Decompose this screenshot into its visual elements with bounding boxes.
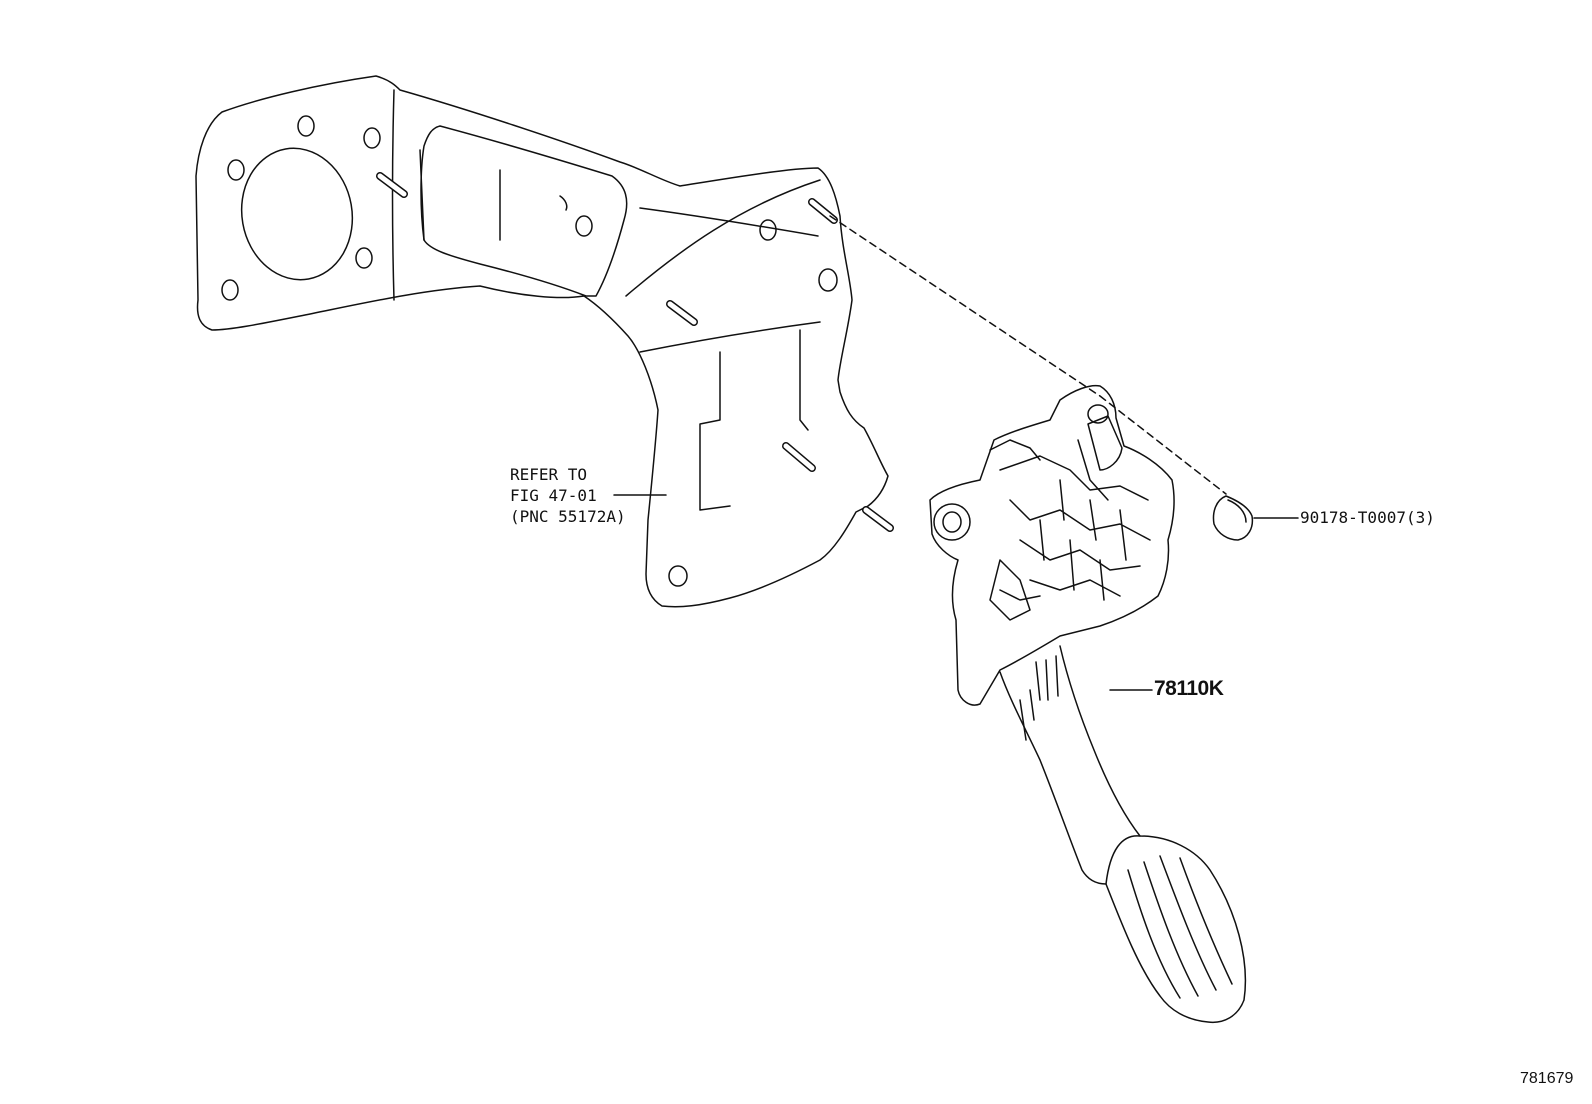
nut-part-number: 90178-T0007(3) — [1300, 508, 1435, 527]
figure-number: 781679 — [1520, 1070, 1574, 1087]
bracket-reference-line3: (PNC 55172A) — [510, 507, 626, 526]
flange-nut — [1212, 495, 1254, 541]
accelerator-pedal-assembly — [929, 384, 1247, 1024]
bracket-reference-line1: REFER TO — [510, 465, 588, 484]
alignment-dashed-line — [829, 215, 1227, 495]
pedal-bracket-outline — [195, 75, 894, 608]
bracket-reference-line2: FIG 47-01 — [510, 486, 597, 505]
pedal-part-number: 78110K — [1154, 677, 1224, 700]
